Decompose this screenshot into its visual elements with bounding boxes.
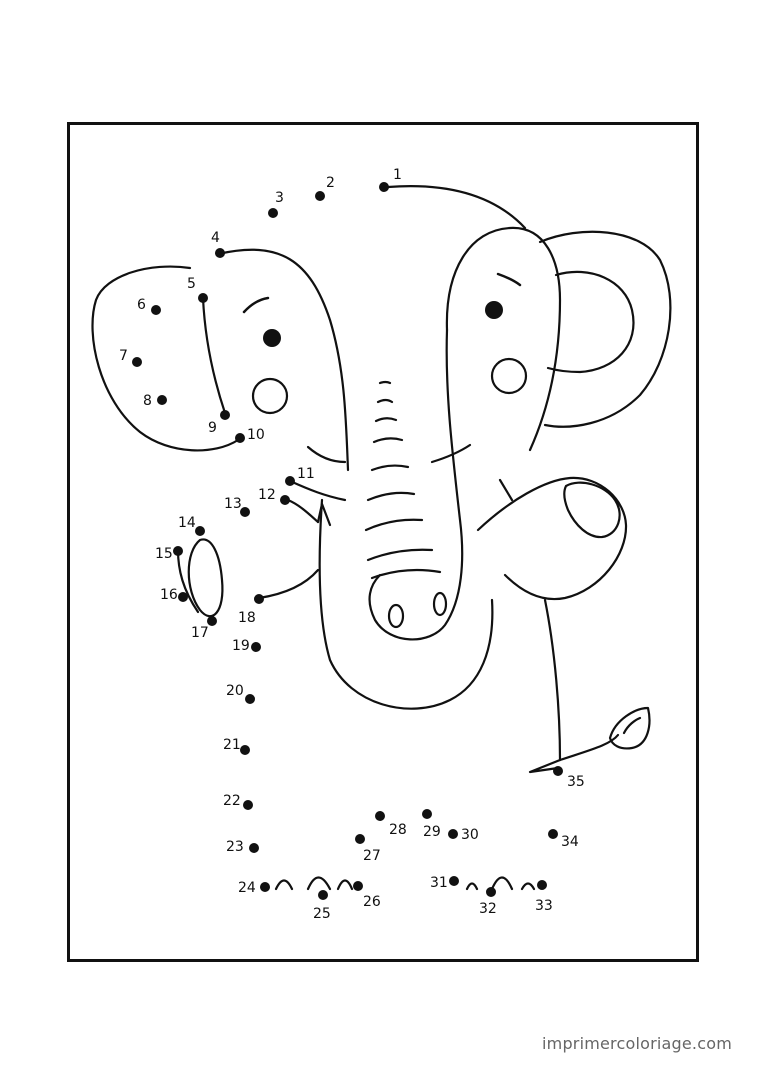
dot-number: 10: [247, 427, 265, 443]
dot-number: 13: [224, 496, 242, 512]
dot-number: 32: [479, 901, 497, 917]
dot-number: 31: [430, 875, 448, 891]
dot-number: 8: [143, 393, 152, 409]
dot-number: 22: [223, 793, 241, 809]
dot-number: 3: [275, 190, 284, 206]
drawing-frame: [67, 122, 699, 962]
dot-number: 20: [226, 683, 244, 699]
dot-number: 30: [461, 827, 479, 843]
dot-number: 29: [423, 824, 441, 840]
dot-number: 1: [393, 167, 402, 183]
dot-number: 19: [232, 638, 250, 654]
dot-number: 6: [137, 297, 146, 313]
dot-number: 24: [238, 880, 256, 896]
dot-number: 25: [313, 906, 331, 922]
dot-number: 2: [326, 175, 335, 191]
dot-number: 18: [238, 610, 256, 626]
dot-number: 16: [160, 587, 178, 603]
dot-number: 17: [191, 625, 209, 641]
dot-number: 34: [561, 834, 579, 850]
dot-number: 4: [211, 230, 220, 246]
dot-number: 11: [297, 466, 315, 482]
dot-number: 35: [567, 774, 585, 790]
dot-number: 33: [535, 898, 553, 914]
dot-number: 21: [223, 737, 241, 753]
dot-number: 27: [363, 848, 381, 864]
site-watermark: imprimercoloriage.com: [542, 1034, 732, 1053]
dot-number: 7: [119, 348, 128, 364]
dot-number: 26: [363, 894, 381, 910]
dot-number: 23: [226, 839, 244, 855]
dot-number: 12: [258, 487, 276, 503]
dot-number: 9: [208, 420, 217, 436]
dot-number: 14: [178, 515, 196, 531]
dot-number: 5: [187, 276, 196, 292]
dot-number: 15: [155, 546, 173, 562]
dot-number: 28: [389, 822, 407, 838]
